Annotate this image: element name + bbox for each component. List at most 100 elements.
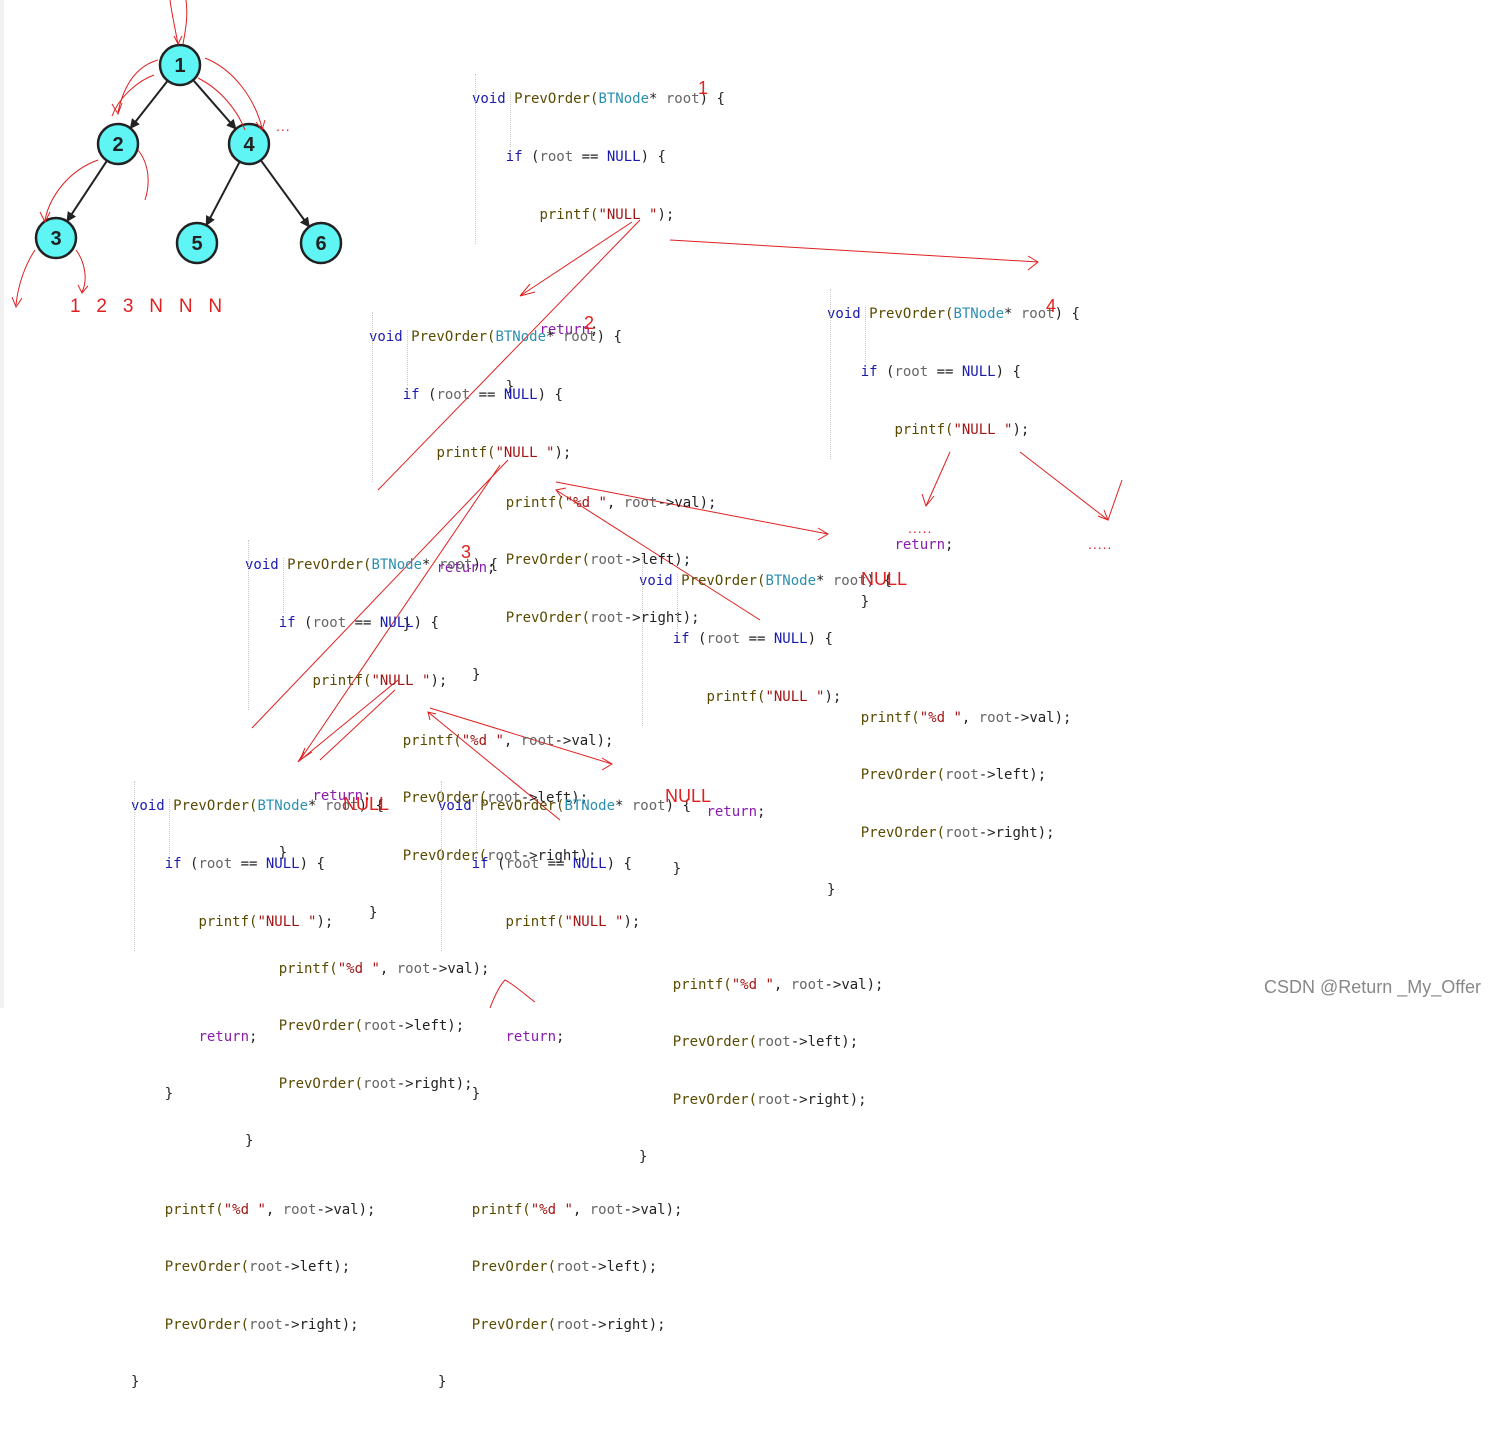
code-recurse-right: PrevOrder(root->right);	[471, 1316, 666, 1333]
code-return: return;	[312, 787, 372, 804]
tree-node-4	[227, 122, 271, 166]
tree-edge	[66, 160, 108, 223]
indent-guide	[642, 556, 643, 726]
indent-guide	[441, 781, 442, 951]
code-blank	[438, 1143, 691, 1162]
code-printf-val: printf("%d ", root->val);	[471, 1201, 683, 1218]
arrow-left-back	[319, 689, 396, 761]
code-if-close: }	[505, 379, 515, 396]
code-return: return;	[505, 1028, 565, 1045]
step-annotation-2: 2	[584, 313, 595, 333]
tree-node-5	[175, 221, 219, 265]
code-fn-close: }	[827, 882, 836, 899]
arrow-1-to-2	[519, 221, 633, 297]
step-annotation-1: 1	[698, 78, 709, 98]
arrow-4-right-b	[1107, 479, 1123, 521]
null-annotation-2: NULL	[343, 794, 390, 814]
code-blank	[438, 970, 691, 989]
seq-item: N	[208, 296, 223, 317]
code-recurse-left: PrevOrder(root->left);	[164, 1259, 351, 1276]
code-printf-null: printf("NULL ");	[706, 688, 842, 705]
step-annotation-4: 4	[1046, 296, 1057, 316]
tree-node-3	[34, 216, 78, 260]
tree-node-label: 5	[191, 233, 202, 255]
indent-guide	[407, 330, 408, 385]
code-return: return;	[894, 536, 954, 553]
tree-edge	[192, 79, 237, 130]
arrow-2-to-right	[555, 481, 829, 541]
code-printf-val: printf("%d ", root->val);	[402, 732, 614, 749]
code-return: return;	[539, 321, 599, 338]
ellipsis-2: .....	[1088, 536, 1113, 552]
code-signature: void PrevOrder(BTNode* root) {	[369, 329, 622, 346]
tree-scribble-left2	[111, 74, 155, 117]
tree-ellipsis: ...	[276, 118, 291, 134]
tree-scribble-n2b	[137, 149, 149, 201]
code-fn-close: }	[131, 1374, 140, 1391]
code-if: if (root == NULL) {	[505, 149, 666, 165]
code-recurse-left: PrevOrder(root->left);	[402, 790, 589, 807]
code-if: if (root == NULL) {	[402, 387, 563, 403]
indent-guide	[283, 558, 284, 613]
tree-scribble-right2	[197, 77, 246, 131]
code-signature: void PrevOrder(BTNode* root) {	[472, 91, 725, 108]
code-printf-val: printf("%d ", root->val);	[672, 976, 884, 993]
tree-node-6	[299, 221, 343, 265]
tree-edge	[129, 80, 169, 130]
code-if-close: }	[164, 1086, 174, 1103]
code-signature: void PrevOrder(BTNode* root) {	[245, 557, 498, 574]
code-blank	[131, 970, 384, 989]
code-signature: void PrevOrder(BTNode* root) {	[438, 798, 691, 815]
arrow-3-to-left	[297, 679, 399, 763]
code-printf-null: printf("NULL ");	[312, 672, 448, 689]
indent-guide	[134, 781, 135, 951]
indent-guide	[865, 307, 866, 362]
code-fn-close: }	[369, 905, 378, 922]
indent-guide	[830, 289, 831, 459]
code-if: if (root == NULL) {	[164, 856, 325, 872]
step-annotation-3: 3	[461, 542, 472, 562]
seq-item: N	[178, 296, 193, 317]
code-return: return;	[198, 1028, 258, 1045]
code-printf-null: printf("NULL ");	[198, 913, 334, 930]
code-printf-val: printf("%d ", root->val);	[505, 494, 717, 511]
arrow-4-left	[921, 451, 951, 508]
tree-scribble-left1	[111, 59, 159, 116]
code-recurse-right: PrevOrder(root->right);	[860, 824, 1055, 841]
code-recurse-right: PrevOrder(root->right);	[164, 1316, 359, 1333]
traversal-output: 1 2 3 N N N	[70, 296, 222, 318]
indent-guide	[476, 799, 477, 854]
indent-guide	[475, 74, 476, 244]
indent-guide	[248, 540, 249, 710]
code-if-close: }	[402, 617, 412, 634]
tree-scribble-n3a	[11, 249, 36, 309]
code-recurse-right: PrevOrder(root->right);	[402, 847, 597, 864]
seq-item: 1	[70, 296, 81, 317]
code-printf-null: printf("NULL ");	[894, 421, 1030, 438]
code-printf-val: printf("%d ", root->val);	[860, 709, 1072, 726]
code-block-6: void PrevOrder(BTNode* root) { if (root …	[131, 759, 384, 1431]
code-fn-close: }	[472, 667, 481, 684]
code-recurse-left: PrevOrder(root->left);	[471, 1259, 658, 1276]
indent-guide	[372, 312, 373, 482]
left-border	[0, 0, 4, 1008]
indent-guide	[677, 574, 678, 629]
ellipsis-1: .....	[908, 520, 933, 536]
code-fn-close: }	[438, 1374, 447, 1391]
indent-guide	[169, 799, 170, 854]
tree-scribble-n3b	[75, 249, 89, 294]
null-annotation-1: NULL	[861, 569, 908, 589]
code-printf-val: printf("%d ", root->val);	[278, 960, 490, 977]
tree-node-label: 3	[50, 228, 61, 250]
code-signature: void PrevOrder(BTNode* root) {	[827, 306, 1080, 323]
arrow-right-back	[555, 487, 761, 621]
arrow-3-to-right	[429, 707, 613, 771]
indent-guide	[510, 92, 511, 147]
code-recurse-left: PrevOrder(root->left);	[505, 552, 692, 569]
null-annotation-3: NULL	[665, 786, 712, 806]
code-blank	[472, 263, 725, 282]
code-printf-null: printf("NULL ");	[539, 206, 675, 223]
